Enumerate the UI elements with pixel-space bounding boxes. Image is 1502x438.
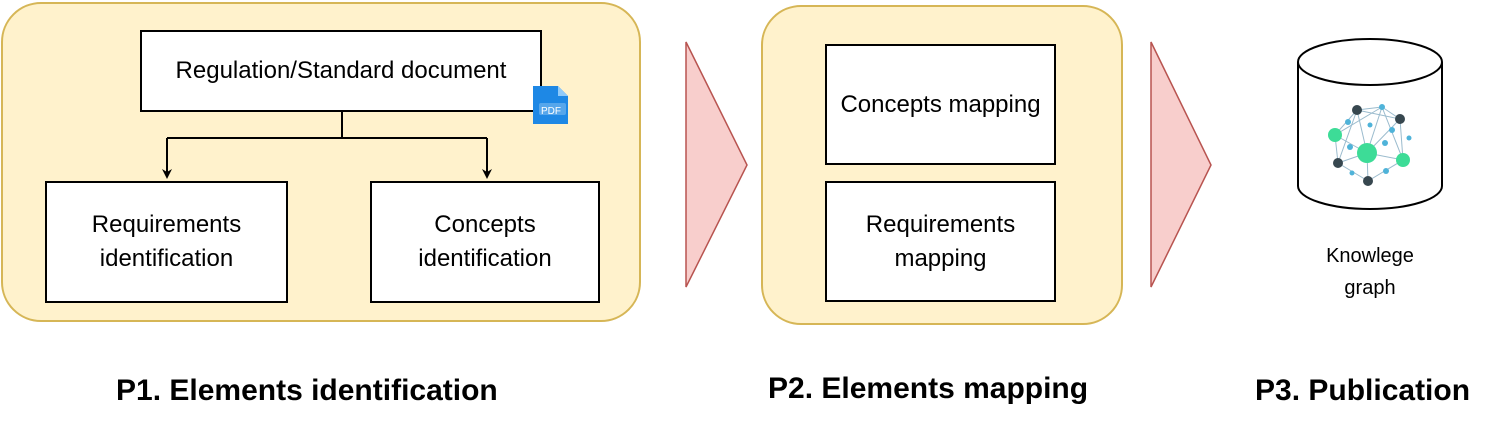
phase2-title: P2. Elements mapping — [768, 372, 1089, 405]
knowledge-graph-label: Knowlege graph — [1326, 245, 1414, 299]
regulation-document-label: Regulation/Standard document — [175, 57, 507, 84]
requirements-identification-label: Requirements identification — [91, 211, 242, 272]
pdf-file-icon: PDF — [533, 86, 568, 124]
phase1-title: P1. Elements identification — [116, 374, 498, 407]
pdf-badge-label: PDF — [541, 106, 561, 117]
concepts-mapping-box[interactable]: Concepts mapping — [825, 44, 1056, 165]
connector-lines — [162, 112, 492, 179]
network-graph-icon — [1328, 104, 1412, 186]
regulation-document-box[interactable]: Regulation/Standard document — [140, 30, 542, 112]
requirements-mapping-box[interactable]: Requirements mapping — [825, 181, 1056, 302]
requirements-identification-box[interactable]: Requirements identification — [45, 181, 288, 303]
requirements-mapping-label: Requirements mapping — [865, 210, 1016, 272]
concepts-identification-label: Concepts identification — [418, 211, 552, 272]
concepts-mapping-label: Concepts mapping — [840, 90, 1041, 118]
concepts-identification-box[interactable]: Concepts identification — [370, 181, 600, 303]
chevron-arrow-icon-1 — [685, 41, 748, 288]
database-cylinder-icon[interactable] — [1297, 38, 1443, 210]
chevron-arrow-icon-2 — [1150, 41, 1212, 288]
phase3-title: P3. Publication — [1255, 374, 1471, 407]
